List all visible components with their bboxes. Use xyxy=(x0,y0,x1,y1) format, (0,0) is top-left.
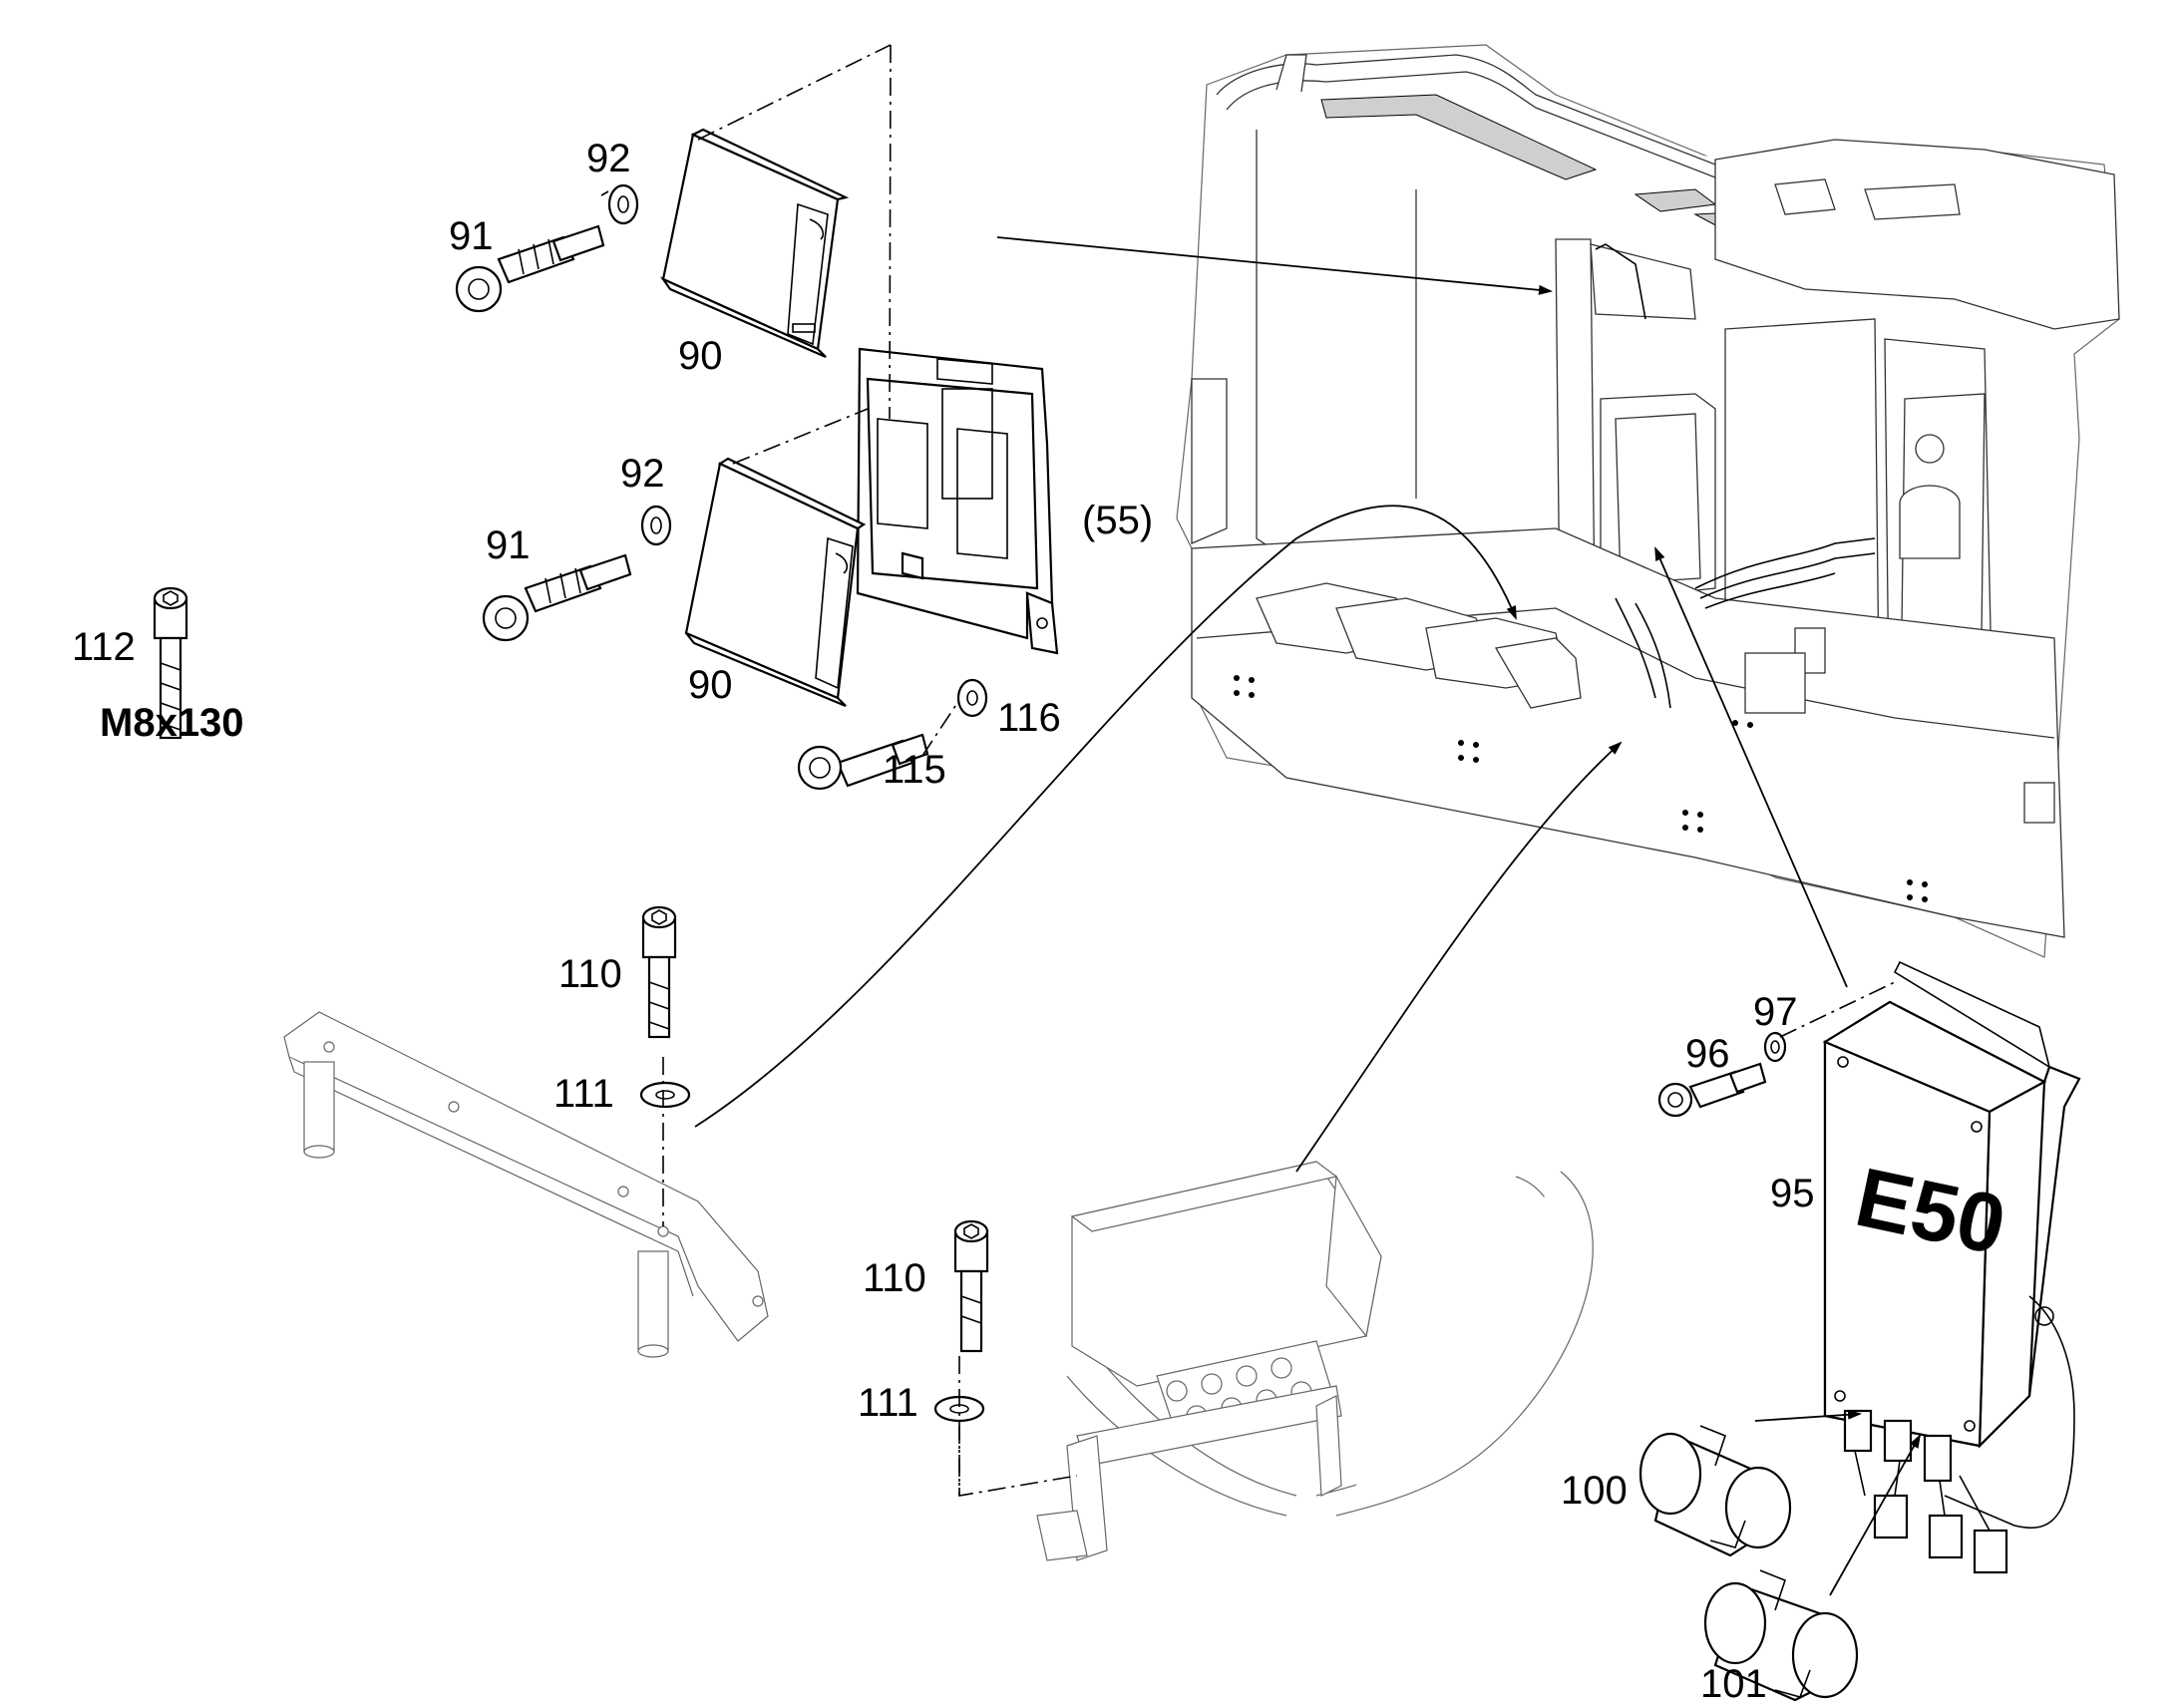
bolt-110-upper xyxy=(641,905,677,1039)
label-90-lower: 90 xyxy=(688,663,733,707)
control-unit-e50 xyxy=(1822,960,2081,1574)
label-55: (55) xyxy=(1082,499,1153,542)
washer-97 xyxy=(1763,1031,1787,1063)
bolt-112 xyxy=(153,586,188,740)
washer-92-lower xyxy=(640,505,672,546)
chassis-frame xyxy=(1176,44,2120,958)
label-115: 115 xyxy=(883,748,946,792)
washer-116 xyxy=(956,678,988,718)
label-101: 101 xyxy=(1700,1662,1767,1706)
label-91-lower: 91 xyxy=(486,523,531,567)
mounting-bracket xyxy=(856,347,1059,655)
assembly-axes xyxy=(600,44,1896,1497)
label-110-upper: 110 xyxy=(558,952,622,996)
label-size-m8x130: M8x130 xyxy=(100,701,244,745)
label-111-upper: 111 xyxy=(553,1072,614,1116)
plug-100 xyxy=(1638,1425,1792,1557)
leader-lines xyxy=(694,236,1921,1596)
label-90-upper: 90 xyxy=(678,334,723,378)
label-92-upper: 92 xyxy=(586,137,631,180)
support-bar xyxy=(283,1011,769,1358)
label-91-upper: 91 xyxy=(449,214,494,258)
label-92-lower: 92 xyxy=(620,452,665,496)
cover-plate-upper xyxy=(659,128,850,359)
screw-91-upper xyxy=(455,224,605,313)
label-116: 116 xyxy=(997,696,1061,740)
label-112: 112 xyxy=(72,625,136,669)
label-96: 96 xyxy=(1685,1032,1730,1076)
washer-92-upper xyxy=(607,183,639,225)
cover-plate-lower xyxy=(684,457,867,708)
label-97: 97 xyxy=(1753,990,1798,1034)
label-110-lower: 110 xyxy=(863,1256,926,1300)
label-111-lower: 111 xyxy=(858,1381,918,1425)
screw-91-lower xyxy=(482,553,632,642)
washer-111-upper xyxy=(639,1081,691,1109)
screw-96 xyxy=(1657,1062,1767,1118)
terminal-cover-assembly xyxy=(1036,1161,1594,1561)
screw-115 xyxy=(797,733,929,791)
label-95: 95 xyxy=(1770,1172,1815,1215)
label-100: 100 xyxy=(1561,1469,1628,1513)
bolt-110-lower xyxy=(953,1219,989,1353)
plug-101 xyxy=(1703,1569,1859,1702)
